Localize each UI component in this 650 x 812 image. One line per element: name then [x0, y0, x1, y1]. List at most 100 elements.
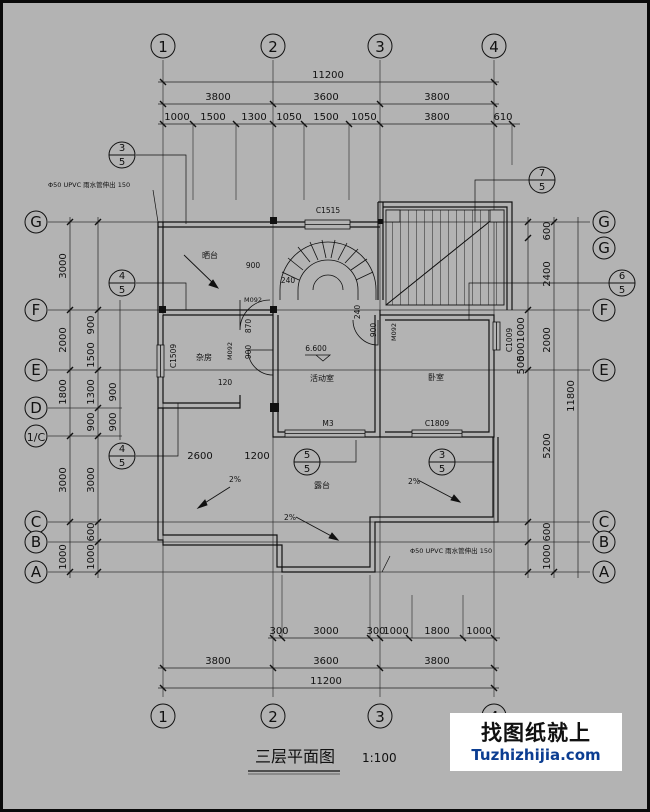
- dim-interior-9: 1200: [244, 451, 269, 462]
- window-label-left: C1509: [169, 344, 178, 369]
- section-mark-circles: [108, 141, 636, 476]
- room-label-balcony: 晒台: [202, 250, 218, 260]
- dim-left-outer-5: 1000: [58, 544, 69, 569]
- section-mark-5-den: 5: [439, 464, 445, 475]
- axis-label-a-left: A: [31, 563, 42, 581]
- dim-left-inner-7: 1000: [86, 544, 97, 569]
- watermark-chinese: 找图纸就上: [481, 720, 591, 745]
- axis-label-b-right: B: [599, 533, 609, 551]
- dim-left-inner-1: 900: [86, 315, 97, 334]
- section-mark-1-num: 3: [119, 143, 125, 154]
- title-block: 三层平面图 1:100: [248, 747, 397, 775]
- window-label-top: C1515: [316, 206, 341, 215]
- slope-arrows: [183, 254, 462, 541]
- dim-bottom-detail-3: 300: [366, 626, 385, 637]
- dim-interior-5: 120: [218, 378, 233, 387]
- dim-top-bay-1: 3800: [205, 92, 230, 103]
- section-mark-2-num: 4: [119, 271, 125, 282]
- axis-label-g-right: G: [598, 213, 610, 231]
- component-labels: C1515 C1509 C1009 C1809 M3 M092 M092 M09…: [48, 180, 514, 555]
- slope-label-1: 2%: [229, 475, 241, 484]
- elevation-label: 6.600: [305, 344, 327, 353]
- section-mark-2-den: 5: [119, 285, 125, 296]
- section-mark-7-den: 5: [619, 285, 625, 296]
- section-marks: 3 5 4 5 4 5 5 5 3 5 7 5 6 5: [119, 143, 625, 475]
- dim-bottom-total: 11200: [310, 676, 342, 687]
- straight-stair: [385, 209, 505, 306]
- dim-left-outer-2: 2000: [58, 327, 69, 352]
- axis-label-2-bottom: 2: [268, 708, 278, 726]
- dim-top-detail-7: 3800: [424, 112, 449, 123]
- section-mark-7-num: 6: [619, 271, 625, 282]
- dim-left-outer-3: 1800: [58, 379, 69, 404]
- dim-top-bay-3: 3800: [424, 92, 449, 103]
- section-mark-6-den: 5: [539, 182, 545, 193]
- axis-label-3-bottom: 3: [375, 708, 385, 726]
- dim-top-detail-5: 1500: [313, 112, 338, 123]
- dim-top-total: 11200: [312, 70, 344, 81]
- slope-label-3: 2%: [408, 477, 420, 486]
- site-watermark: 找图纸就上 Tuzhizhijia.com: [450, 713, 622, 771]
- dim-interior-1: 900: [246, 261, 261, 270]
- axis-label-d-left: D: [30, 399, 42, 417]
- dim-right-outer-1: 11800: [566, 380, 577, 412]
- dim-bottom-bay-3: 3800: [424, 656, 449, 667]
- dim-interior-2: 240: [281, 276, 296, 285]
- drain-note-1: Φ50 UPVC 雨水管伸出 150: [48, 180, 130, 189]
- windows: [156, 219, 501, 438]
- drawing-scale: 1:100: [362, 751, 397, 765]
- extension-lines: [192, 124, 513, 638]
- door-label-m3: M3: [322, 419, 333, 428]
- axis-label-4-top: 4: [489, 38, 499, 56]
- dim-bottom-detail-4: 1000: [383, 626, 408, 637]
- dim-left-inner2-2: 900: [108, 412, 119, 431]
- axis-label-1-bottom: 1: [158, 708, 168, 726]
- dim-interior-3: 870: [244, 319, 253, 334]
- dim-left-outer-4: 3000: [58, 467, 69, 492]
- dim-top-detail-3: 1300: [241, 112, 266, 123]
- dim-right-inner-1: 1000: [516, 317, 527, 342]
- dim-top-detail-8: 610: [493, 112, 512, 123]
- dim-interior-4: 900: [244, 345, 253, 360]
- window-label-bottom: C1809: [425, 419, 450, 428]
- dim-left-inner-2: 1500: [86, 342, 97, 367]
- dim-left-inner-6: 600: [86, 522, 97, 541]
- dim-interior-6: 240: [353, 305, 362, 320]
- doors: [239, 299, 379, 376]
- section-mark-4-den: 5: [304, 464, 310, 475]
- axis-bubbles: [24, 33, 616, 729]
- dim-right-inner-3: 500: [516, 355, 527, 374]
- dim-top-detail-2: 1500: [200, 112, 225, 123]
- dim-bottom-detail-2: 3000: [313, 626, 338, 637]
- axis-label-g-left: G: [30, 213, 42, 231]
- door-label-m092-a: M092: [244, 296, 262, 304]
- section-mark-6-num: 7: [539, 168, 545, 179]
- axis-label-b-left: B: [31, 533, 41, 551]
- spiral-stair: [279, 239, 377, 300]
- room-label-activity: 活动室: [310, 373, 334, 383]
- columns: [159, 217, 383, 412]
- dim-right-mid-3: 2000: [542, 327, 553, 352]
- axis-label-2-top: 2: [268, 38, 278, 56]
- dim-right-mid-4: 5200: [542, 433, 553, 458]
- dim-interior-7: 900: [369, 323, 378, 338]
- dim-left-inner-4: 900: [86, 412, 97, 431]
- section-mark-4-num: 5: [304, 450, 310, 461]
- door-label-m092-c: M092: [390, 323, 398, 341]
- dim-right-inner-2: 500: [516, 342, 527, 361]
- dim-bottom-detail-6: 1000: [466, 626, 491, 637]
- axis-grid: [48, 60, 590, 697]
- dim-bottom-bay-1: 3800: [205, 656, 230, 667]
- axis-label-f-right: F: [600, 301, 609, 319]
- watermark-url: Tuzhizhijia.com: [471, 746, 601, 764]
- dim-right-mid-6: 1000: [542, 544, 553, 569]
- axis-label-1c-left: 1/C: [27, 431, 46, 444]
- room-label-utility: 杂房: [196, 352, 212, 362]
- dim-top-detail-4: 1050: [276, 112, 301, 123]
- drawing-background: [3, 3, 647, 809]
- section-mark-1-den: 5: [119, 157, 125, 168]
- axis-label-g2-right: G: [598, 239, 610, 257]
- section-mark-3-den: 5: [119, 458, 125, 469]
- room-label-bedroom: 卧室: [428, 372, 444, 382]
